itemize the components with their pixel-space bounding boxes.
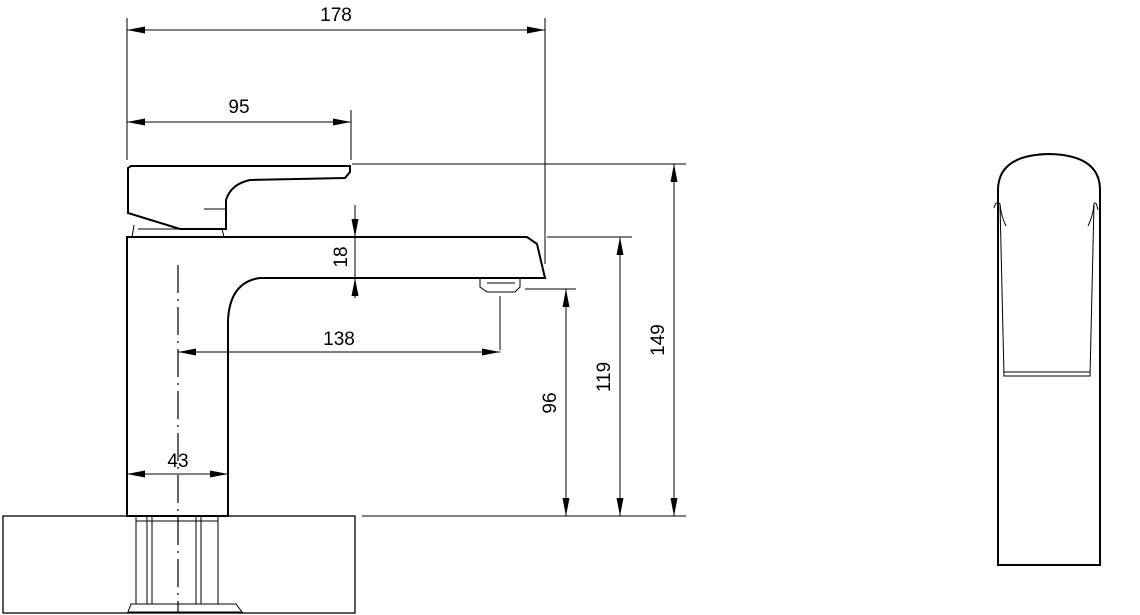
dimension-138: 138 — [178, 329, 500, 356]
front-view-outline — [997, 152, 1101, 566]
dimension-18: 18 — [331, 205, 359, 298]
front-view-handle — [993, 202, 1099, 377]
dimension-119: 119 — [594, 237, 624, 516]
faucet-front-view — [993, 152, 1101, 566]
dimension-95: 95 — [127, 97, 352, 160]
dim-label-18: 18 — [331, 246, 352, 267]
dimension-43: 43 — [127, 451, 228, 478]
dimension-96: 96 — [540, 289, 570, 516]
dim-label-138: 138 — [323, 329, 355, 350]
dim-label-95: 95 — [228, 97, 249, 118]
faucet-side-view — [2, 165, 547, 614]
dim-label-178: 178 — [320, 5, 352, 26]
faucet-handle — [127, 165, 351, 230]
dim-label-149: 149 — [648, 324, 669, 356]
dimension-178: 178 — [126, 5, 546, 264]
dim-label-96: 96 — [540, 392, 561, 413]
mounting-shank — [127, 517, 243, 613]
faucet-spout-body — [126, 236, 547, 517]
handle-base — [131, 224, 225, 238]
dimension-149: 149 — [648, 164, 678, 516]
aerator — [479, 279, 521, 293]
dim-label-119: 119 — [594, 362, 615, 392]
counter-top — [2, 515, 356, 614]
dim-label-43: 43 — [167, 451, 188, 472]
